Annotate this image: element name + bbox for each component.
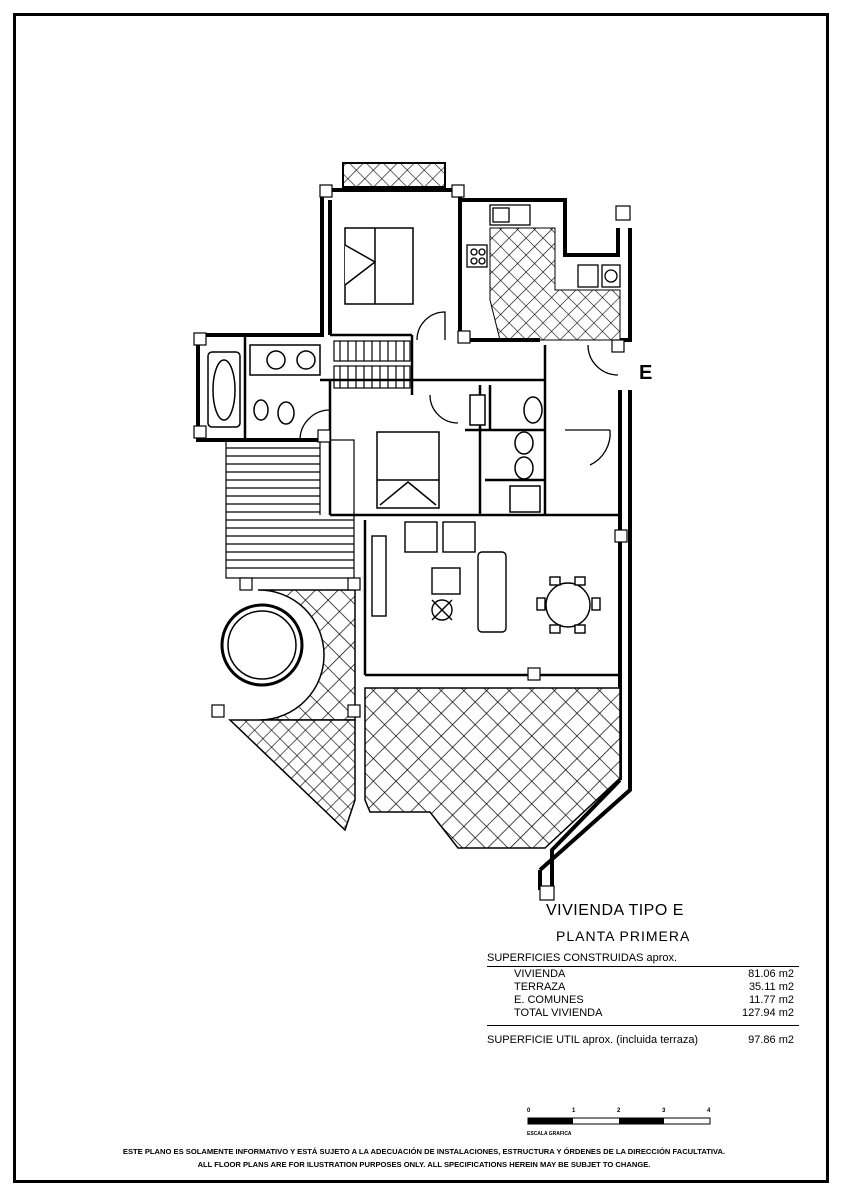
surface-row: E. COMUNES 11.77 m2 bbox=[514, 994, 794, 1007]
terrace-main bbox=[364, 687, 621, 849]
scale-tick: 2 bbox=[617, 1108, 621, 1114]
useful-surface-value: 97.86 m2 bbox=[748, 1034, 794, 1046]
useful-surface-label: SUPERFICIE UTIL aprox. (incluida terraza… bbox=[487, 1034, 699, 1046]
scale-tick: 0 bbox=[527, 1108, 531, 1114]
surface-row: TERRAZA 35.11 m2 bbox=[514, 981, 794, 994]
scale-label: ESCALA GRAFICA bbox=[527, 1131, 572, 1137]
surface-row: TOTAL VIVIENDA 127.94 m2 bbox=[514, 1007, 794, 1020]
scale-tick: 3 bbox=[662, 1108, 666, 1114]
top-balcony bbox=[342, 162, 446, 188]
surface-label: TOTAL VIVIENDA bbox=[514, 1007, 603, 1019]
closets bbox=[333, 340, 411, 389]
columns bbox=[193, 184, 631, 901]
kitchen-fixtures bbox=[466, 204, 621, 288]
living-furniture bbox=[371, 521, 601, 634]
disclaimer-spanish: ESTE PLANO ES SOLAMENTE INFORMATIVO Y ES… bbox=[122, 1147, 726, 1156]
plan-subtitle: PLANTA PRIMERA bbox=[556, 928, 691, 944]
hot-tub bbox=[220, 603, 304, 687]
entrance-marker: E bbox=[639, 362, 653, 384]
divider bbox=[487, 966, 799, 967]
bathroom-right bbox=[469, 394, 543, 513]
useful-surface-row: SUPERFICIE UTIL aprox. (incluida terraza… bbox=[487, 1034, 794, 1048]
surface-label: E. COMUNES bbox=[514, 994, 584, 1006]
surface-value: 35.11 m2 bbox=[748, 981, 794, 993]
surface-label: TERRAZA bbox=[514, 981, 566, 993]
scale-tick: 4 bbox=[707, 1108, 711, 1114]
bed-middle bbox=[376, 431, 440, 509]
bed-top bbox=[344, 227, 414, 305]
surface-value: 127.94 m2 bbox=[742, 1007, 794, 1019]
surfaces-heading: SUPERFICIES CONSTRUIDAS aprox. bbox=[487, 952, 678, 964]
plan-title: VIVIENDA TIPO E bbox=[546, 902, 684, 919]
terrace-diagonal bbox=[228, 719, 356, 832]
surface-value: 81.06 m2 bbox=[748, 968, 794, 980]
surface-row: VIVIENDA 81.06 m2 bbox=[514, 968, 794, 981]
scale-tick: 1 bbox=[572, 1108, 576, 1114]
page-frame bbox=[13, 13, 829, 1183]
disclaimer-english: ALL FLOOR PLANS ARE FOR ILUSTRATION PURP… bbox=[197, 1160, 651, 1169]
surface-value: 11.77 m2 bbox=[748, 994, 794, 1006]
kitchen-floor bbox=[489, 227, 621, 341]
stairs bbox=[225, 439, 355, 579]
divider bbox=[487, 1025, 799, 1026]
surface-label: VIVIENDA bbox=[514, 968, 566, 980]
scale-bar bbox=[527, 1117, 711, 1125]
terrace-left bbox=[257, 589, 356, 721]
bathroom-left bbox=[207, 344, 321, 428]
